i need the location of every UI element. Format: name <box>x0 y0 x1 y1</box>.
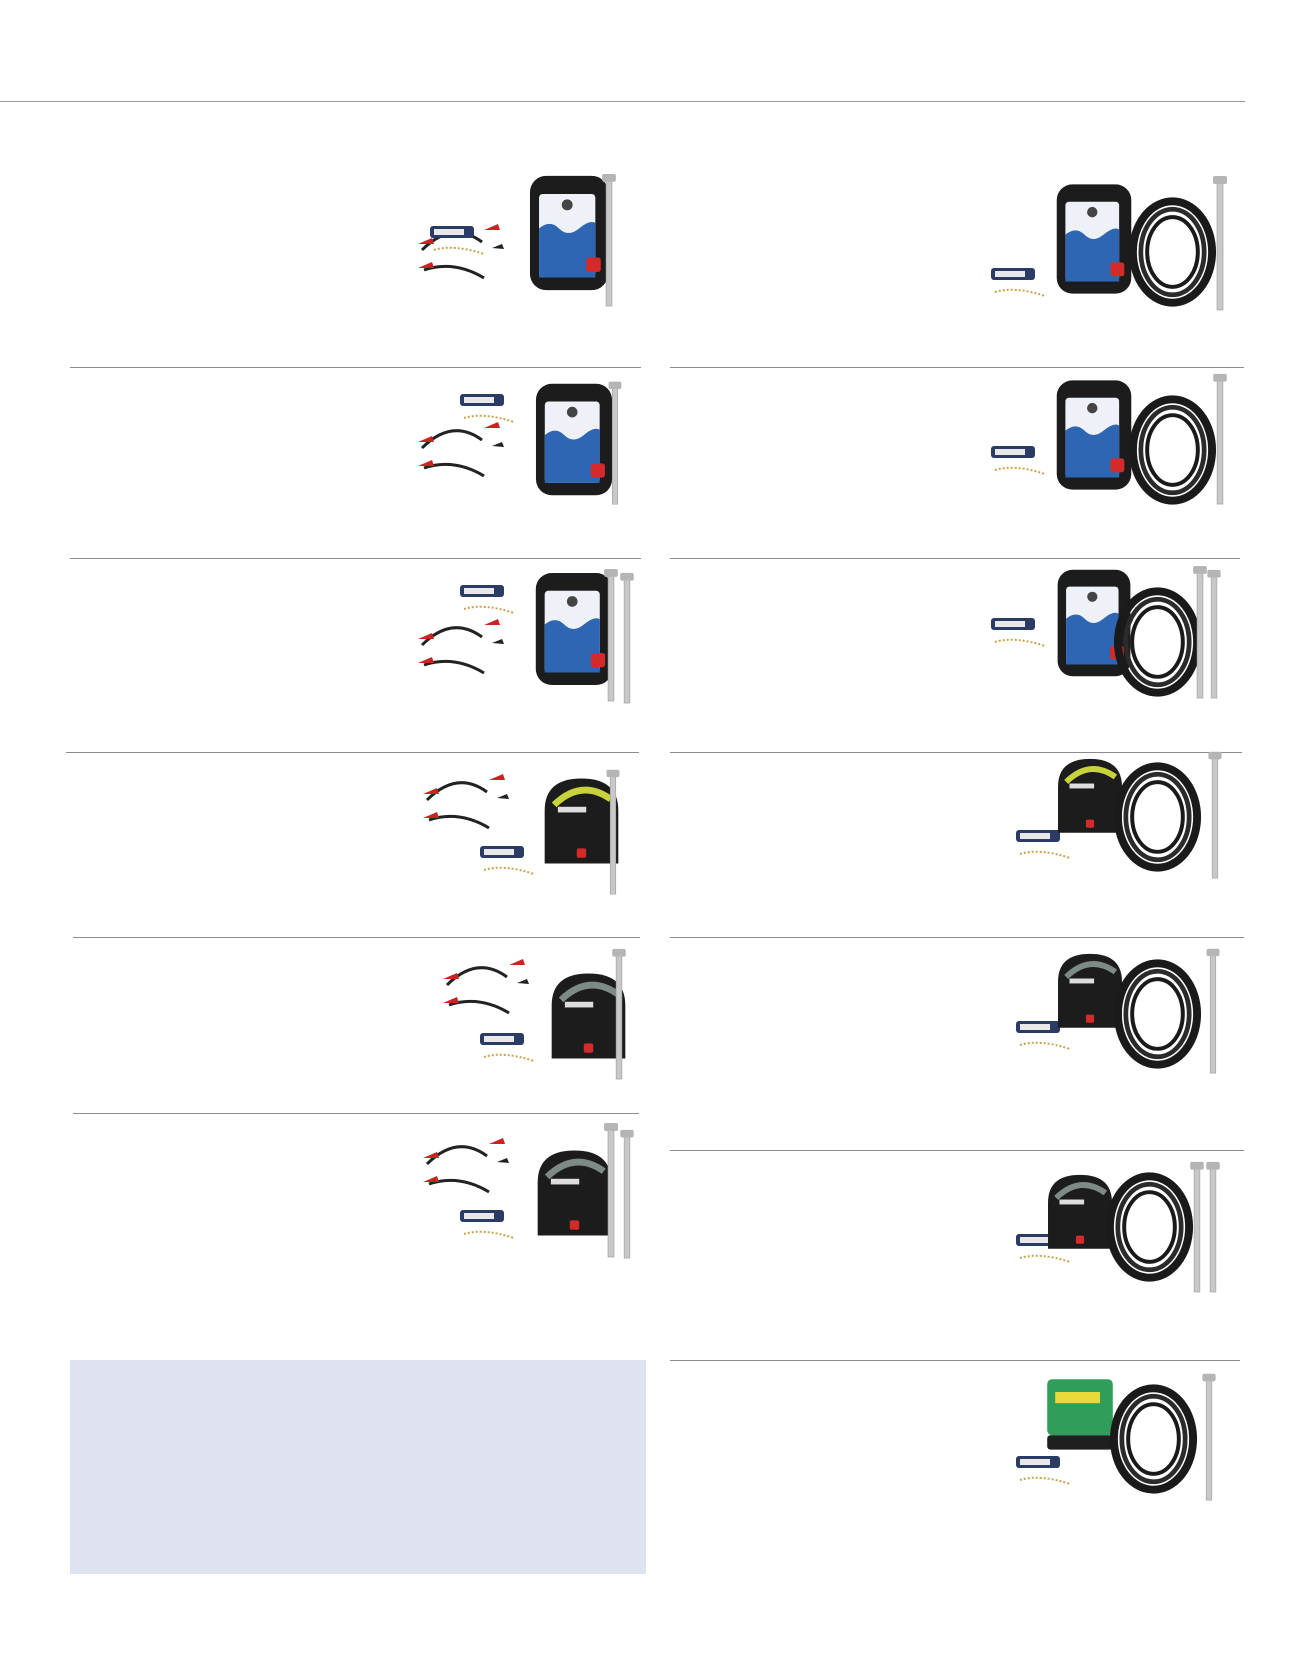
divider-right-4 <box>670 937 1244 938</box>
product-image-kit-l4 <box>414 760 624 900</box>
product-image-kit-l2 <box>414 378 624 513</box>
divider-left-4 <box>73 937 640 938</box>
divider-right-3 <box>670 752 1242 753</box>
product-image-kit-r5 <box>1010 945 1235 1080</box>
divider-left-2 <box>70 558 641 559</box>
product-image-kit-r1 <box>985 172 1235 317</box>
divider-left-1 <box>70 367 641 368</box>
divider-left-5 <box>73 1113 639 1114</box>
product-image-kit-l3 <box>414 565 634 710</box>
product-image-kit-r2 <box>985 370 1235 515</box>
divider-right-6 <box>670 1360 1240 1361</box>
divider-right-5 <box>670 1150 1244 1151</box>
divider-left-3 <box>66 752 639 753</box>
top-rule <box>0 101 1245 102</box>
product-image-kit-r7 <box>1010 1370 1235 1510</box>
product-image-kit-r3 <box>985 562 1235 707</box>
product-image-kit-r6 <box>1010 1158 1235 1298</box>
product-image-kit-r4 <box>1010 748 1235 883</box>
note-panel <box>70 1360 646 1574</box>
divider-right-1 <box>670 367 1244 368</box>
product-image-kit-l5 <box>434 945 634 1085</box>
product-image-kit-l1 <box>414 170 624 310</box>
divider-right-2 <box>670 558 1240 559</box>
product-image-kit-l6 <box>414 1118 639 1263</box>
